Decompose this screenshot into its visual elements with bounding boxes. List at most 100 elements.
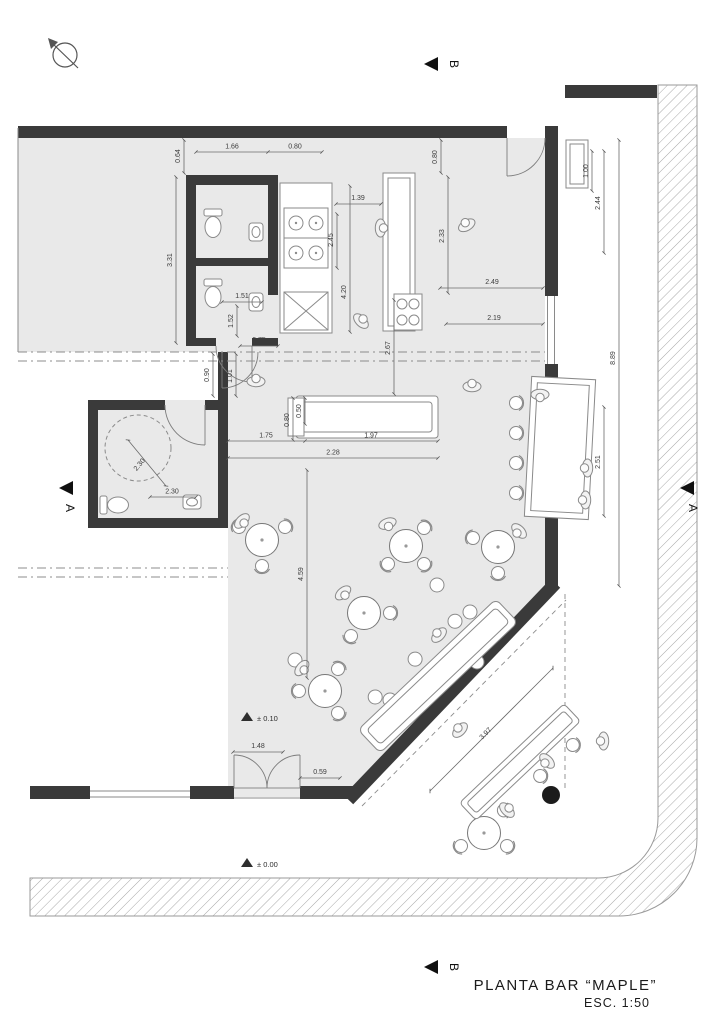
wall-bottom-right-stub — [300, 786, 355, 799]
section-arrow-icon — [424, 57, 438, 71]
dimension: 0.80 — [432, 138, 443, 175]
chair-icon — [382, 604, 399, 622]
kitchen-fixtures — [279, 139, 589, 334]
bar-counter — [287, 395, 439, 439]
wall-bath-divider — [196, 258, 268, 266]
dimension-label: 3.97 — [479, 727, 494, 742]
section-arrow-icon — [424, 960, 438, 974]
dimension-label: 0.80 — [288, 144, 302, 151]
dimension-label: 0.80 — [284, 413, 291, 427]
chair-icon — [508, 454, 525, 472]
chair-icon — [565, 736, 582, 754]
stove — [393, 293, 423, 331]
round-table — [245, 523, 279, 557]
dimension: 4.20 — [341, 184, 352, 334]
dimension-label: 1.66 — [225, 144, 239, 151]
section-arrow-icon — [59, 481, 73, 495]
wall-wc-right — [218, 400, 228, 528]
round-table — [347, 596, 381, 630]
wall-bath-mid — [268, 175, 278, 295]
dimension-label: 2.67 — [385, 341, 392, 355]
chair-icon — [508, 484, 525, 502]
dimension: 1.39 — [334, 195, 383, 206]
dimension-label: 1.97 — [364, 433, 378, 440]
dimension-label: 2.19 — [487, 315, 501, 322]
dimension-label: 8.89 — [610, 351, 617, 365]
dimension-label: 4.20 — [341, 285, 348, 299]
person-figure — [496, 798, 519, 821]
wall-bottom-left-a — [30, 786, 90, 799]
dimension-label: 1.00 — [583, 164, 590, 178]
chair-icon — [253, 558, 271, 575]
dimension-label: 2.30 — [165, 489, 179, 496]
level-marker-icon — [241, 712, 253, 721]
level-interior: ± 0.10 — [257, 714, 278, 723]
dimension: 0.80 — [268, 144, 324, 154]
dimension: 2.33 — [439, 175, 450, 295]
dimension: 2.67 — [385, 298, 396, 396]
chair-icon — [489, 565, 507, 582]
section-marker-top: B — [447, 60, 461, 68]
level-markers: ± 0.10 ± 0.00 — [241, 712, 278, 869]
dimension: 0.59 — [298, 769, 342, 780]
dimension-label: 1.48 — [251, 743, 265, 750]
chair-icon — [508, 424, 525, 442]
door-corridor — [221, 351, 259, 389]
dimension-label: 0.59 — [313, 769, 327, 776]
level-marker-icon — [241, 858, 253, 867]
wall-right-upper — [545, 126, 558, 296]
toilet-icon — [203, 278, 223, 308]
round-table — [389, 529, 423, 563]
dimension-label: 2.49 — [485, 279, 499, 286]
dimension: 2.30 — [148, 489, 198, 499]
dimension-label: 1.52 — [228, 314, 235, 328]
sidewalk-hatch — [29, 84, 698, 917]
plan-scale: ESC. 1:50 — [584, 996, 650, 1010]
wall-wc-top-a — [88, 400, 165, 410]
dimension-label: 2.44 — [595, 196, 602, 210]
dimension: 0.80 — [284, 396, 295, 442]
dimension: 1.48 — [231, 743, 285, 754]
round-table — [308, 674, 342, 708]
dimension-label: 0.50 — [296, 404, 303, 418]
chair-icon — [497, 835, 518, 857]
door-wc — [164, 404, 206, 446]
round-table — [481, 530, 515, 564]
wall-bath-bottom-b — [252, 338, 278, 346]
dimension: 1.97 — [305, 433, 440, 443]
dimension-label: 2.51 — [595, 455, 602, 469]
section-markers: B B A A — [59, 57, 700, 974]
level-exterior: ± 0.00 — [257, 860, 278, 869]
wall-corridor-stub — [218, 352, 228, 400]
wall-wc-top-b — [205, 400, 228, 410]
north-indicator — [48, 38, 79, 69]
window-right — [545, 296, 558, 364]
wall-wc-left — [88, 400, 98, 528]
door-bottom-right-leaf — [266, 754, 301, 789]
dimension: 3.31 — [167, 175, 178, 345]
terrace-table — [460, 704, 582, 820]
dimension-label: 3.31 — [167, 253, 174, 267]
dimension: 1.75 — [226, 433, 307, 443]
title-block: PLANTA BAR “MAPLE” ESC. 1:50 — [474, 977, 656, 1010]
dimension: 2.44 — [595, 149, 606, 255]
dimension-label: 0.75 — [252, 337, 266, 344]
dimension-label: 1.39 — [351, 195, 365, 202]
section-marker-bottom: B — [447, 963, 461, 971]
dimension-label: 2.33 — [439, 229, 446, 243]
dimension: 2.28 — [226, 450, 440, 460]
dimension-label: 1.01 — [227, 369, 234, 383]
dimension-label: 1.75 — [259, 433, 273, 440]
chair-icon — [508, 394, 525, 412]
wall-top — [18, 126, 507, 138]
dimension: 1.66 — [194, 144, 270, 154]
window-bottom-left — [90, 788, 190, 799]
dimension: 0.75 — [238, 337, 280, 348]
wall-wc-bottom — [88, 518, 228, 528]
chair-icon — [290, 682, 307, 700]
section-marker-left: A — [63, 504, 77, 512]
dimension-label: 4.59 — [298, 567, 305, 581]
door-bottom-left-leaf — [233, 754, 268, 789]
